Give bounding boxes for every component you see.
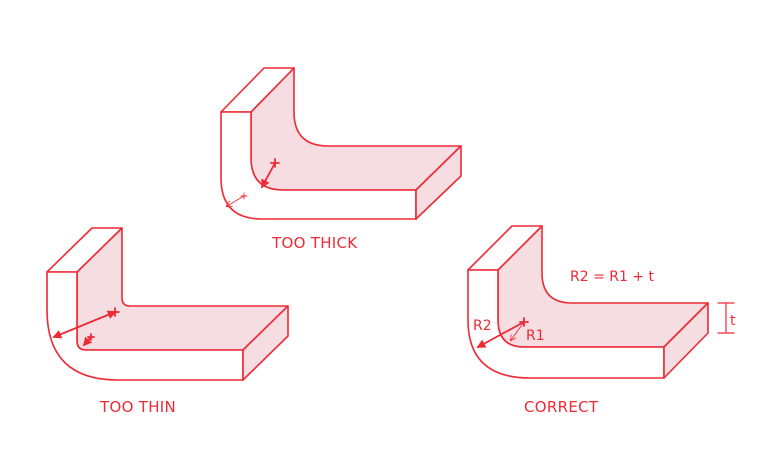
correct-r2-arrow xyxy=(476,321,525,348)
correct-center-mark xyxy=(519,317,529,327)
too-thick-inner-face xyxy=(250,67,462,191)
too-thick-outer-radius-arrow xyxy=(227,195,245,206)
too-thick-outer-center-mark xyxy=(240,192,248,200)
too-thick-inner-radius-arrow xyxy=(261,162,276,189)
correct-end-face xyxy=(663,302,709,379)
too-thin-outer-radius-arrow xyxy=(52,310,117,339)
too-thin-inner-face xyxy=(76,227,289,351)
too-thin-outer-face xyxy=(46,271,244,381)
too-thin-label: TOO THIN xyxy=(99,398,176,416)
too-thick-inner-center-mark xyxy=(270,158,280,168)
correct-bracket: R2 R1 R2 = R1 + t t CORRECT xyxy=(467,225,736,416)
too-thin-inner-radius-arrow xyxy=(82,336,93,347)
too-thin-bracket: TOO THIN xyxy=(46,227,289,416)
too-thick-label: TOO THICK xyxy=(271,234,358,252)
thickness-dimension-bracket xyxy=(717,302,735,334)
correct-label: CORRECT xyxy=(524,398,599,416)
r2-annotation: R2 xyxy=(473,318,492,334)
formula-annotation: R2 = R1 + t xyxy=(570,269,655,285)
thickness-annotation: t xyxy=(730,313,736,329)
too-thin-end-face xyxy=(242,305,289,381)
too-thin-center-mark xyxy=(110,307,120,317)
too-thick-end-face xyxy=(415,145,462,220)
too-thick-bracket: TOO THICK xyxy=(220,67,462,252)
too-thin-inner-center-mark xyxy=(87,333,95,341)
correct-outer-face xyxy=(467,269,665,379)
r1-annotation: R1 xyxy=(526,328,545,344)
correct-r1-arrow xyxy=(511,321,525,340)
